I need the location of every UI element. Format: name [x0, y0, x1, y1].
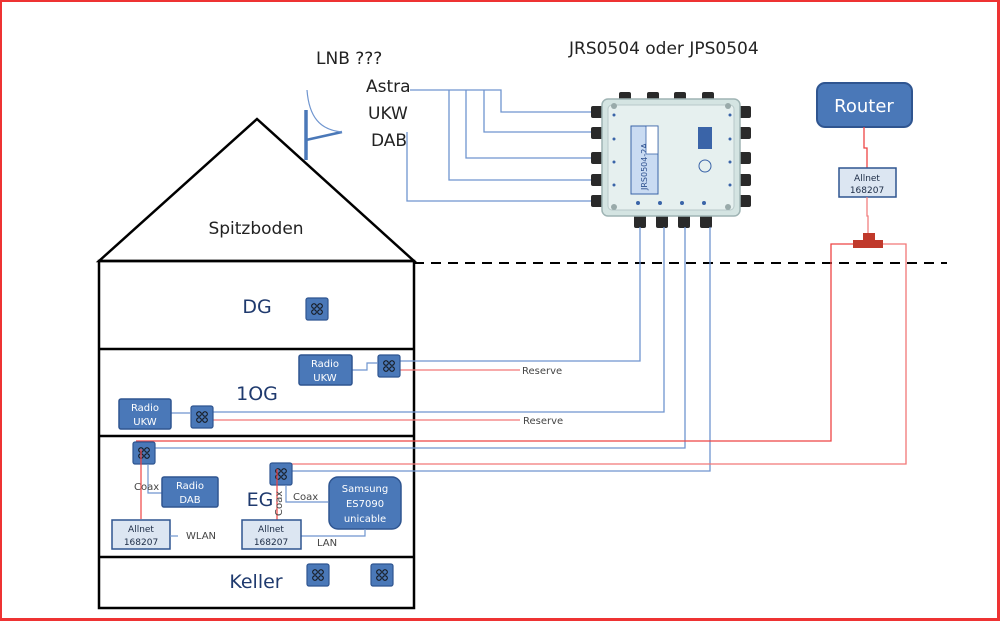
- wall-socket-keller-left[interactable]: [306, 563, 330, 587]
- wall-socket-1og-left[interactable]: [190, 405, 214, 429]
- allnet-eg-left[interactable]: Allnet 168207: [111, 519, 171, 550]
- power-cables: [136, 243, 907, 465]
- eg-right-coax-cable: [285, 485, 328, 503]
- allnet-eg-right-line2: 168207: [254, 538, 288, 548]
- wlan-label: WLAN: [186, 531, 216, 542]
- floor-label-1og: 1OG: [236, 383, 278, 405]
- floor-label-eg: EG: [247, 489, 274, 511]
- source-dab: DAB: [371, 131, 407, 151]
- house: [95, 117, 418, 610]
- wall-socket-keller-right[interactable]: [370, 563, 394, 587]
- router-label: Router: [834, 96, 894, 117]
- radio-dab[interactable]: Radio DAB: [161, 476, 219, 508]
- coax-label-left: Coax: [134, 482, 159, 493]
- power-splitter-icon: [853, 233, 883, 248]
- router-to-allnet-line: [863, 127, 868, 168]
- radio-ukw-1og-lower-line2: UKW: [133, 417, 157, 428]
- source-feed-lines: [406, 89, 602, 202]
- floor-label-dg: DG: [242, 296, 271, 318]
- coax-label-vertical: Coax: [274, 491, 285, 516]
- multiswitch-title: JRS0504 oder JPS0504: [568, 39, 759, 59]
- allnet-eg-right[interactable]: Allnet 168207: [241, 519, 302, 550]
- wall-socket-eg-right[interactable]: [269, 462, 293, 486]
- roof: [95, 117, 418, 263]
- lnb-label: LNB ???: [316, 49, 382, 69]
- lan-label: LAN: [317, 538, 337, 549]
- router-allnet-line1: Allnet: [854, 174, 880, 184]
- samsung-line2: ES7090: [346, 499, 384, 510]
- radio-1og-a-cable: [352, 362, 378, 371]
- router-allnet-adapter[interactable]: Allnet 168207: [838, 167, 897, 198]
- house-body: [97, 259, 416, 610]
- eg-left-coax-cable: [147, 464, 162, 494]
- allnet-eg-left-line1: Allnet: [128, 525, 154, 535]
- samsung-line1: Samsung: [342, 484, 388, 495]
- satellite-dish-icon: [304, 89, 343, 160]
- router-button[interactable]: Router: [816, 82, 913, 128]
- floor-label-keller: Keller: [229, 571, 282, 593]
- radio-dab-line2: DAB: [179, 495, 200, 506]
- radio-dab-line1: Radio: [176, 481, 204, 492]
- lan-cable: [301, 529, 366, 537]
- samsung-line3: unicable: [344, 514, 386, 525]
- coax-label-right: Coax: [293, 492, 318, 503]
- wall-socket-eg-left[interactable]: [132, 441, 156, 465]
- source-ukw: UKW: [368, 104, 408, 124]
- allnet-to-splitter-line: [866, 197, 869, 234]
- allnet-eg-left-line2: 168207: [124, 538, 158, 548]
- router-allnet-line2: 168207: [850, 186, 884, 196]
- reserve-label-2: Reserve: [523, 416, 563, 427]
- allnet-eg-right-line1: Allnet: [258, 525, 284, 535]
- wall-socket-1og-right[interactable]: [377, 354, 401, 378]
- floor-label-spitzboden: Spitzboden: [208, 219, 303, 239]
- multiswitch-device[interactable]: JRS0504-2A: [591, 92, 751, 228]
- coax-cables: [152, 227, 711, 472]
- source-astra: Astra: [366, 77, 411, 97]
- radio-ukw-1og-upper-line1: Radio: [311, 359, 339, 370]
- reserve-label-1: Reserve: [522, 366, 562, 377]
- radio-ukw-1og-upper-line2: UKW: [313, 373, 337, 384]
- radio-ukw-1og-lower-line1: Radio: [131, 403, 159, 414]
- multiswitch-model-label: JRS0504-2A: [640, 143, 649, 191]
- samsung-receiver[interactable]: Samsung ES7090 unicable: [328, 476, 402, 530]
- radio-ukw-1og-upper[interactable]: Radio UKW: [298, 354, 353, 386]
- wall-socket-dg[interactable]: [305, 297, 329, 321]
- radio-ukw-1og-lower[interactable]: Radio UKW: [118, 398, 172, 430]
